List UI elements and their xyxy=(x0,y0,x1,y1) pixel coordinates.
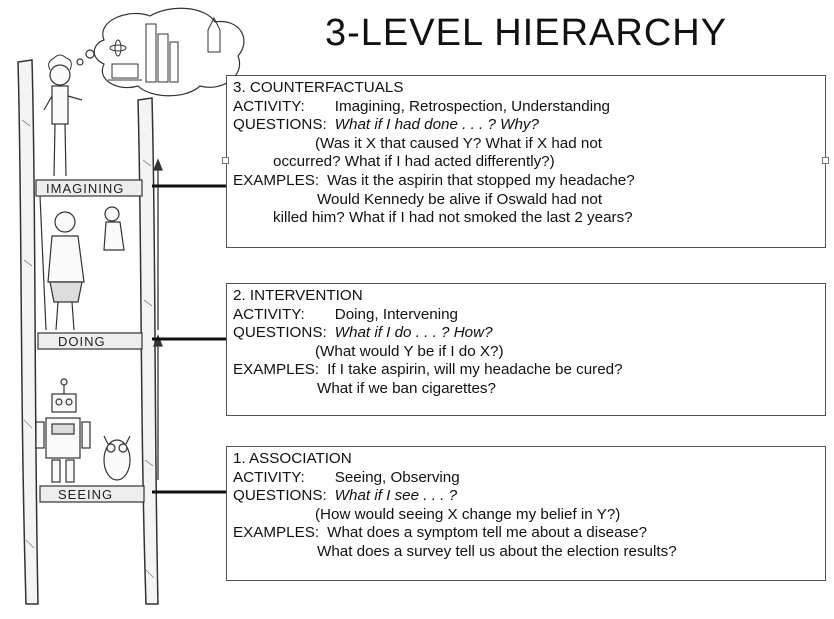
ladder-left-rail xyxy=(17,59,39,605)
rung-seeing xyxy=(39,485,145,503)
example-line: What does a symptom tell me about a dise… xyxy=(327,524,648,542)
level-box-counterfactuals: 3. COUNTERFACTUALS ACTIVITY: Imagining, R… xyxy=(226,75,826,248)
owl-figure xyxy=(103,435,131,481)
examples-label: EXAMPLES: xyxy=(233,171,320,189)
examples-label: EXAMPLES: xyxy=(233,524,320,542)
level-box-association: 1. ASSOCIATION ACTIVITY: Seeing, Observin… xyxy=(226,446,826,581)
level-heading: 1. ASSOCIATION xyxy=(233,450,352,467)
ladder-right-rail xyxy=(137,97,159,605)
example-line: killed him? What if I had not smoked the… xyxy=(273,209,633,227)
rung-label-imagining: IMAGINING xyxy=(46,181,124,196)
activity-label: ACTIVITY: xyxy=(233,305,305,323)
thought-content xyxy=(108,16,221,83)
example-line: What if we ban cigarettes? xyxy=(317,379,496,397)
level-heading: 2. INTERVENTION xyxy=(233,287,363,304)
question-detail: occurred? What if I had acted differentl… xyxy=(273,153,555,171)
selection-handle xyxy=(822,157,829,164)
robot-figure xyxy=(35,378,91,483)
example-line: What does a survey tell us about the ele… xyxy=(317,542,677,560)
question-value: What if I see . . . ? xyxy=(334,487,458,505)
question-value: What if I had done . . . ? Why? xyxy=(334,116,539,134)
activity-value: Seeing, Observing xyxy=(334,468,460,486)
selection-handle xyxy=(222,157,229,164)
questions-label: QUESTIONS: xyxy=(233,116,327,134)
level-heading: 3. COUNTERFACTUALS xyxy=(233,79,404,96)
level-box-intervention: 2. INTERVENTION ACTIVITY: Doing, Interven… xyxy=(226,283,826,416)
example-line: Was it the aspirin that stopped my heada… xyxy=(327,171,635,189)
activity-value: Doing, Intervening xyxy=(334,305,458,323)
question-value: What if I do . . . ? How? xyxy=(334,324,493,342)
rung-label-seeing: SEEING xyxy=(58,487,113,502)
question-detail: (Was it X that caused Y? What if X had n… xyxy=(315,134,603,152)
up-arrows xyxy=(153,158,163,480)
question-detail: (What would Y be if I do X?) xyxy=(315,342,504,360)
activity-value: Imagining, Retrospection, Understanding xyxy=(334,97,610,115)
rung-imagining xyxy=(35,179,143,197)
questions-label: QUESTIONS: xyxy=(233,324,327,342)
activity-label: ACTIVITY: xyxy=(233,97,305,115)
rung-doing xyxy=(37,332,143,350)
questions-label: QUESTIONS: xyxy=(233,487,327,505)
figure-title: 3-LEVEL HIERARCHY xyxy=(325,12,728,54)
example-line: If I take aspirin, will my headache be c… xyxy=(327,361,623,379)
activity-label: ACTIVITY: xyxy=(233,468,305,486)
thinker-figure xyxy=(43,54,83,177)
example-line: Would Kennedy be alive if Oswald had not xyxy=(317,190,603,208)
question-detail: (How would seeing X change my belief in … xyxy=(315,505,621,523)
caveman-figure xyxy=(39,195,125,331)
examples-label: EXAMPLES: xyxy=(233,361,320,379)
rung-label-doing: DOING xyxy=(58,334,106,349)
